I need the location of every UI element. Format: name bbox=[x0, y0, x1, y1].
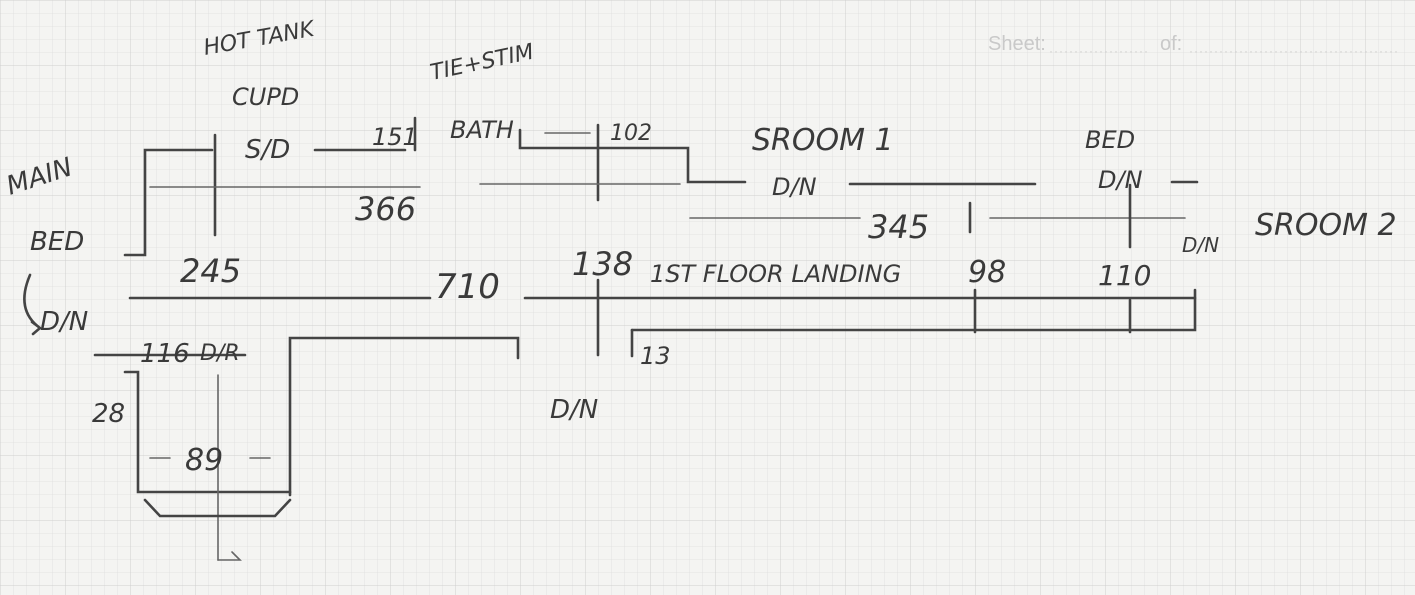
dim-98: 98 bbox=[968, 255, 1006, 290]
dim-366: 366 bbox=[355, 190, 416, 228]
label-sroom2: SROOM 2 bbox=[1255, 208, 1397, 243]
label-dn-right-top: D/N bbox=[1098, 166, 1143, 194]
down-arrow-icon bbox=[217, 551, 242, 561]
dim-28: 28 bbox=[92, 399, 125, 429]
label-dn-bottom: D/N bbox=[550, 395, 598, 425]
label-cupboard: CUPD bbox=[232, 83, 299, 111]
dim-710: 710 bbox=[435, 267, 500, 307]
sheet-label: Sheet: bbox=[988, 33, 1046, 55]
label-bed-right: BED bbox=[1085, 126, 1135, 154]
label-bath: BATH bbox=[450, 116, 514, 144]
main-bed-wall bbox=[123, 148, 214, 257]
dim-245: 245 bbox=[180, 252, 241, 290]
label-sroom1: SROOM 1 bbox=[752, 123, 894, 158]
label-dn-right-mid: D/N bbox=[1182, 233, 1219, 257]
label-dn-left: D/N bbox=[40, 307, 88, 337]
landing-lower-wall bbox=[630, 288, 1197, 332]
label-dr: D/R bbox=[200, 341, 240, 366]
cupboard-wall bbox=[123, 370, 292, 494]
dim-102: 102 bbox=[610, 121, 652, 146]
dim-151: 151 bbox=[372, 123, 418, 151]
label-sd: S/D bbox=[245, 135, 290, 165]
dim-110: 110 bbox=[1098, 259, 1151, 292]
stairwell-wall bbox=[288, 336, 520, 497]
bath-wall bbox=[518, 128, 747, 184]
dim-13: 13 bbox=[640, 342, 671, 370]
dim-345: 345 bbox=[868, 208, 929, 246]
cupboard-base bbox=[143, 498, 292, 518]
of-label: of: bbox=[1160, 33, 1182, 55]
dim-89: 89 bbox=[185, 443, 223, 478]
dim-138: 138 bbox=[572, 245, 633, 283]
curved-arrow-icon bbox=[23, 273, 42, 336]
label-main-bed: BED bbox=[30, 227, 84, 257]
dim-116: 116 bbox=[140, 339, 190, 369]
label-dn-sroom1: D/N bbox=[772, 173, 817, 201]
label-landing: 1ST FLOOR LANDING bbox=[650, 260, 901, 288]
